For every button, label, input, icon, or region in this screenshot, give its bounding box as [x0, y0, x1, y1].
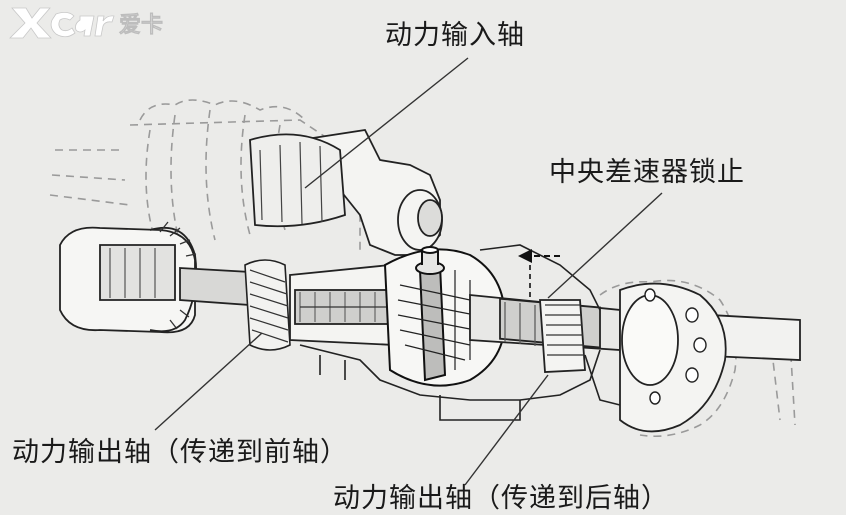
- label-output-front: 动力输出轴（传递到前轴）: [12, 437, 348, 468]
- center-differential: [383, 246, 507, 387]
- leader-input-shaft: [304, 57, 469, 189]
- leader-output-rear: [464, 374, 549, 486]
- rear-flange: [619, 282, 727, 433]
- leader-diff-lock: [547, 192, 663, 299]
- label-center-diff-lock: 中央差速器锁止: [549, 157, 745, 188]
- gearbox-body: [249, 129, 443, 256]
- drivetrain-cutaway-diagram: [49, 57, 801, 486]
- watermark-text: 爱卡: [119, 13, 163, 38]
- leader-lines: [154, 57, 663, 486]
- rear-output-shaft: [469, 294, 801, 373]
- front-pinion-gear: [59, 221, 251, 334]
- lock-arrow: [518, 249, 560, 300]
- xcar-logo-icon: 爱卡: [9, 7, 163, 39]
- leader-output-front: [154, 332, 263, 431]
- lower-housing: [299, 244, 621, 421]
- front-helical-gear: [244, 259, 291, 351]
- label-output-rear: 动力输出轴（传递到后轴）: [333, 483, 669, 514]
- label-input-shaft: 动力输入轴: [385, 20, 525, 51]
- main-shaft: [289, 264, 396, 346]
- ghost-gearbox: [49, 99, 796, 438]
